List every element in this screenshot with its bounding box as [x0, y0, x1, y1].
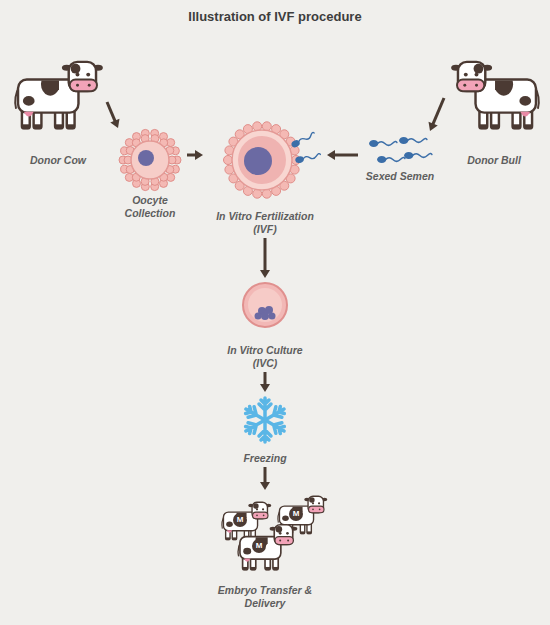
step-label: Sexed Semen: [360, 170, 440, 183]
calf-group: [252, 539, 266, 553]
cumulus-cells: [224, 122, 301, 198]
step-label: In Vitro Culture (IVC): [215, 344, 315, 370]
arrow-shaft: [264, 467, 267, 483]
step-label: Oocyte Collection: [115, 194, 185, 220]
calf-group: [233, 513, 247, 527]
snowflake: [243, 398, 287, 442]
flow-arrow: [187, 150, 203, 160]
ooplasm: [238, 136, 286, 184]
donor-cow-figure: [15, 62, 103, 129]
icon-space: [115, 130, 185, 194]
embryo-cells: [255, 306, 276, 320]
oocyte: [131, 141, 169, 179]
sperm: [295, 152, 322, 164]
brand-letter: M: [253, 540, 265, 552]
icon-space: [205, 122, 325, 210]
oocyte-nucleus: [138, 150, 154, 166]
arrow-head: [260, 482, 270, 490]
sperm: [377, 156, 405, 163]
arrow-shaft: [264, 238, 267, 271]
step-label: Donor Cow: [12, 154, 104, 167]
arrow-shaft: [187, 154, 196, 157]
sperm: [290, 131, 316, 149]
arrow-shaft: [264, 372, 267, 385]
arrow-head: [195, 150, 203, 160]
flow-arrow: [260, 238, 270, 278]
icon-space: [200, 492, 330, 584]
step-label: Embryo Transfer & Delivery: [200, 584, 330, 610]
freezing-node: Freezing: [225, 394, 305, 465]
donor-cow-node: Donor Cow: [12, 58, 104, 167]
arrow-head: [429, 122, 438, 131]
embryo: [243, 283, 287, 327]
step-label: Donor Bull: [446, 154, 542, 167]
transfer-node: Embryo Transfer & Delivery: [200, 492, 330, 610]
embryo-inner: [248, 288, 282, 322]
nucleus: [244, 147, 272, 175]
arrow-shaft: [433, 98, 444, 125]
flow-arrow: [327, 150, 358, 160]
step-label: In Vitro Fertilization (IVF): [205, 210, 325, 236]
embryo-cells: [255, 313, 262, 320]
step-label: Freezing: [225, 452, 305, 465]
sperm: [369, 140, 397, 147]
arrow-head: [260, 384, 270, 392]
cumulus-cell: [224, 156, 233, 165]
flow-arrow: [260, 467, 270, 490]
icon-space: [446, 58, 542, 154]
embryo-cells: [269, 313, 276, 320]
arrow-head: [327, 150, 335, 160]
calf-group: [289, 507, 303, 521]
brand-letter: M: [234, 514, 246, 526]
snowflake: [243, 404, 268, 425]
arrow-head: [110, 119, 119, 128]
flow-arrow: [107, 102, 119, 128]
brand-letter: M: [290, 508, 302, 520]
ivc-node: In Vitro Culture (IVC): [215, 280, 315, 370]
zona: [232, 130, 292, 190]
semen-node: Sexed Semen: [360, 134, 440, 183]
calf-group: [222, 502, 271, 540]
ivf-node: In Vitro Fertilization (IVF): [205, 122, 325, 236]
flow-arrow: [429, 98, 444, 131]
sperm: [404, 152, 432, 159]
donor-bull-figure: [451, 62, 539, 129]
sperm: [399, 137, 427, 144]
arrow-head: [260, 270, 270, 278]
embryo-cells: [261, 312, 269, 320]
donor-bull-node: Donor Bull: [446, 58, 542, 167]
flow-arrow: [260, 372, 270, 392]
oocyte-node: Oocyte Collection: [115, 130, 185, 220]
icon-space: [215, 280, 315, 344]
arrow-shaft: [107, 102, 115, 122]
arrow-shaft: [334, 154, 358, 157]
calf-group: [238, 525, 297, 571]
icon-space: [225, 394, 305, 452]
diagram-title: Illustration of IVF procedure: [0, 9, 550, 25]
icon-space: [360, 134, 440, 170]
icon-space: [12, 58, 104, 154]
cumulus-cells: [119, 129, 181, 190]
calf-group: [222, 496, 327, 570]
